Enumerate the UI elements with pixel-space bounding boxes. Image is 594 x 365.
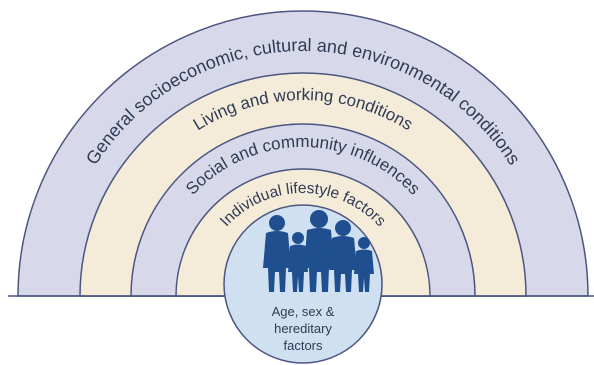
core-label-line2: hereditary (274, 321, 332, 336)
core-label-line3: factors (283, 338, 323, 353)
core-label-line1: Age, sex & (272, 304, 335, 319)
family-silhouette-icon (263, 210, 374, 292)
